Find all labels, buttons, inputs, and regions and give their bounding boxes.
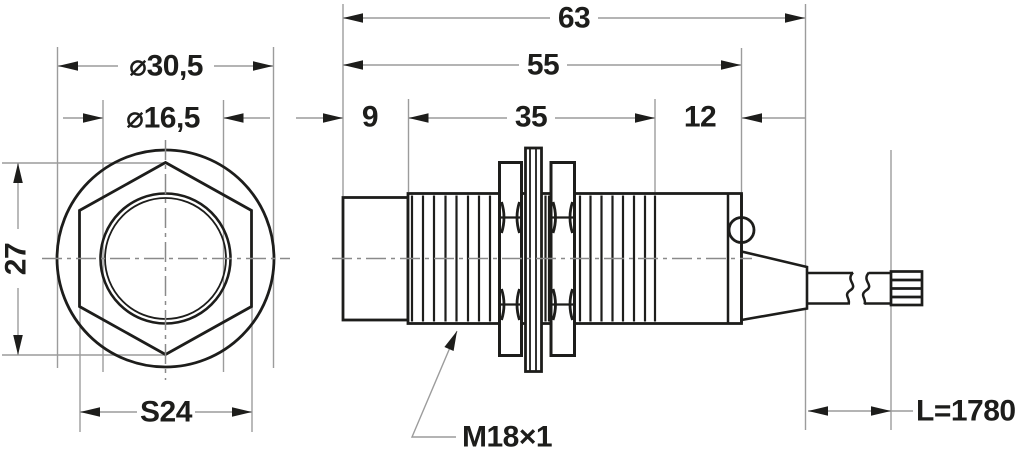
label-backings — [1, 3, 598, 427]
lock-washer — [524, 146, 543, 373]
cable — [807, 271, 891, 305]
dim-rear-length: 12 — [684, 101, 716, 134]
thread-leader-arrowhead — [444, 331, 457, 351]
dim-flange-diameter: ⌀30,5 — [129, 50, 203, 83]
dim-cable-length: L=1780 — [916, 395, 1016, 428]
dim-thread-spec: M18×1 — [462, 421, 552, 452]
centerlines — [42, 140, 752, 380]
dim-wrench-flats: S24 — [140, 396, 193, 429]
dim-thread-length: 35 — [515, 101, 547, 134]
dim-tip-length: 9 — [362, 101, 378, 134]
dim-overall-length: 63 — [558, 2, 590, 35]
dim-body-length: 55 — [527, 49, 559, 82]
dim-inner-diameter: ⌀16,5 — [126, 102, 200, 135]
thread-leader-line — [410, 330, 458, 438]
cable-strain-relief-cone — [740, 249, 809, 322]
dim-corner-height: 27 — [0, 243, 33, 275]
wire-strands — [889, 270, 924, 307]
cable-break-symbol — [861, 271, 871, 305]
side-view — [341, 146, 924, 373]
dimension-arrowheads — [13, 13, 891, 417]
cable-break-symbol — [845, 271, 855, 305]
